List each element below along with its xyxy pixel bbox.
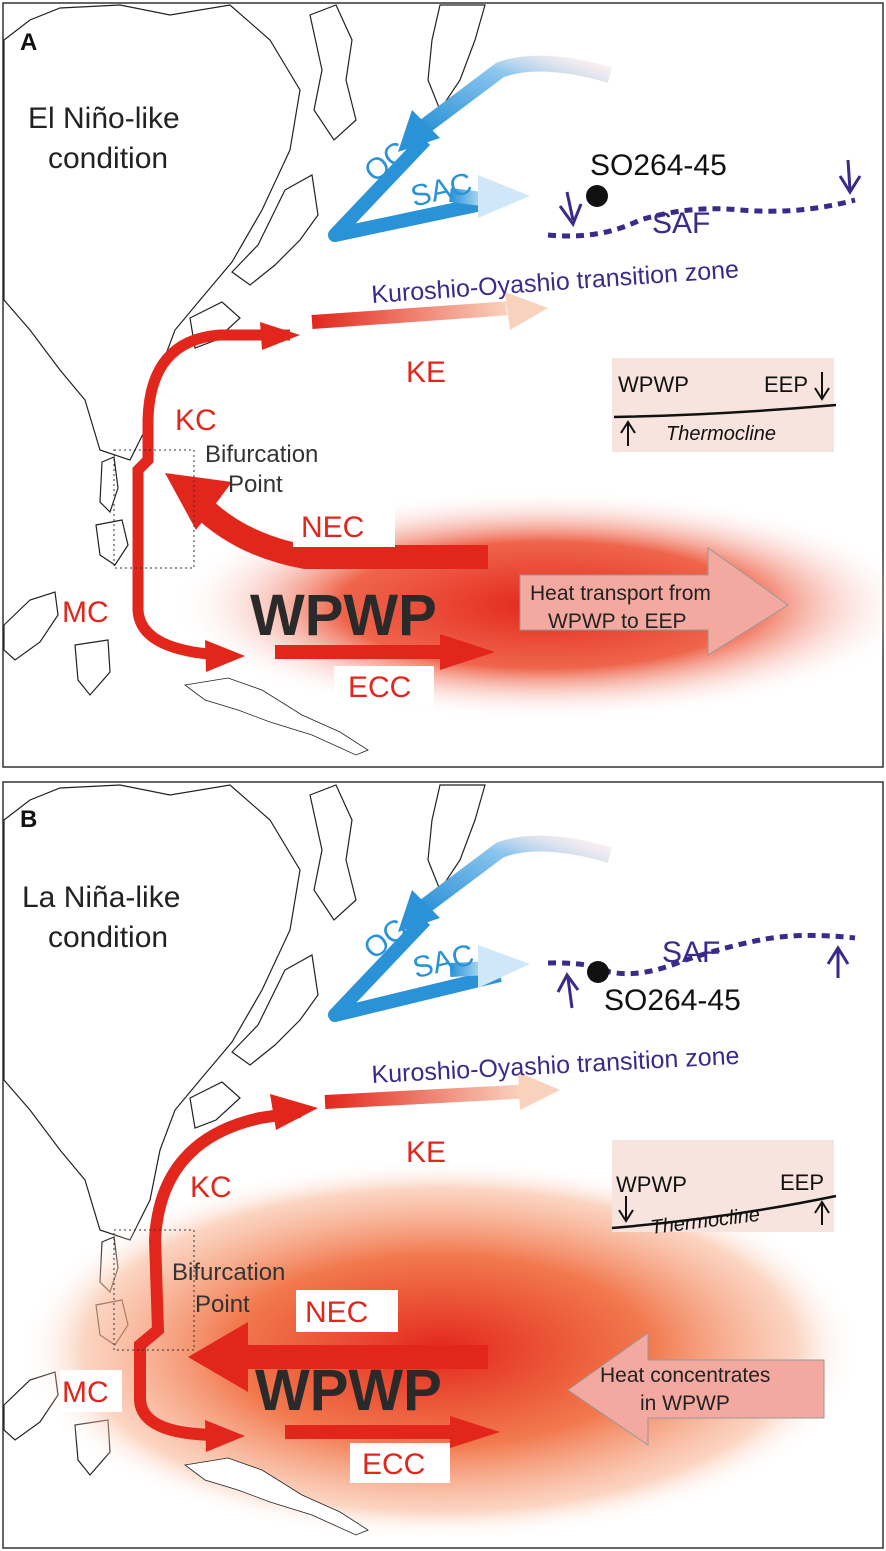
panel-b-condition-line1: La Niña-like <box>22 881 180 914</box>
panel-a-east-down-arrow-head <box>814 387 830 401</box>
panel-b-mc-label: MC <box>62 1376 109 1409</box>
panel-a-ecc-body <box>275 645 445 659</box>
panel-a-inset-thermocline: Thermocline <box>666 423 776 445</box>
panel-b-letter: B <box>20 806 37 833</box>
panel-a-thermocline-line <box>613 403 837 419</box>
panel-a-oyashio-arrowhead <box>398 110 440 152</box>
panel-a: A El Niño-like condition OC SAC SO264-45… <box>2 2 886 768</box>
panel-a-saf-front <box>547 197 856 239</box>
panel-a-ecc-label: ECC <box>348 671 411 704</box>
panel-a-kc-label: KC <box>175 404 217 437</box>
panel-a-heat-arrow <box>519 547 789 656</box>
panel-b-heat-line2: in WPWP <box>640 1392 730 1415</box>
panel-a-oyashio-bend <box>328 135 502 242</box>
panel-a-nec-label-bg <box>293 505 395 547</box>
panel-b-kc-arrowhead <box>270 1094 318 1130</box>
panel-b-nec-arrowhead <box>188 1322 248 1392</box>
panel-a-warm-pool-label: WPWP <box>250 583 437 648</box>
panel-b-thermocline-line <box>611 1194 837 1230</box>
panel-b-nec-body <box>240 1345 488 1369</box>
panel-b-coastlines <box>3 784 486 1476</box>
panel-a-bifurcation-line2: Point <box>228 471 283 498</box>
panel-a-oyashio-current <box>415 55 613 137</box>
panel-a-bifurcation-box <box>113 449 195 569</box>
panel-a-condition-line1: El Niño-like <box>28 102 180 135</box>
panel-b-saf-label: SAF <box>662 936 720 969</box>
panel-b-ecc-label-bg <box>350 1443 450 1483</box>
panel-b-mc-arrowhead <box>205 1420 245 1452</box>
panel-b: B La Niña-like condition OC SAC SO264-45… <box>2 781 884 1549</box>
panel-a-saf-arrow-east-shaft <box>846 159 852 191</box>
panel-b-new-guinea <box>184 1457 369 1536</box>
panel-a-nec-arrowhead <box>165 473 232 530</box>
panel-b-east-up-arrow-head <box>814 1200 830 1214</box>
panel-b-site-label: SO264-45 <box>604 984 741 1017</box>
panel-a-inset-box <box>612 358 834 452</box>
panel-b-ke-label: KE <box>406 1136 446 1169</box>
panel-a-mc-arrowhead <box>205 640 245 672</box>
panel-b-warm-pool-label: WPWP <box>255 1358 442 1423</box>
panel-a-mc-label-bg <box>60 590 122 632</box>
panel-b-oyashio-arrowhead <box>398 890 440 932</box>
panel-a-kc-mc-current <box>132 329 290 661</box>
panel-a-ecc-arrowhead <box>440 634 495 670</box>
panel-a-nec-body <box>191 496 488 569</box>
panel-a-west-up-arrow-head <box>620 420 636 434</box>
panel-b-bifurcation-line2: Point <box>195 1291 250 1318</box>
panel-a-inset-east: EEP <box>764 372 808 397</box>
panel-b-bifurcation-box <box>113 1229 195 1351</box>
panel-b-saf-arrow-west-shaft <box>566 977 574 1009</box>
panel-b-heat-arrow <box>567 1332 825 1446</box>
panel-b-heat-line1: Heat concentrates <box>600 1364 770 1387</box>
panel-b-kc-mc-current <box>134 1106 301 1441</box>
panel-a-site-marker <box>586 185 608 207</box>
panel-b-ecc-body <box>285 1425 455 1439</box>
panel-a-inset-west: WPWP <box>618 372 689 397</box>
panel-b-west-down-arrow-head <box>618 1209 634 1223</box>
panel-a-mc-label: MC <box>62 596 109 629</box>
panel-b-inset-west: WPWP <box>616 1172 687 1197</box>
panel-a-ke-label: KE <box>406 356 446 389</box>
panel-a-sac-arrowhead <box>478 175 530 218</box>
panel-b-saf-arrow-east-head <box>826 945 850 965</box>
panel-a-condition-line2: condition <box>48 142 168 175</box>
panel-b-ke-arrowhead <box>518 1072 560 1110</box>
panel-b-mc-label-bg <box>60 1370 122 1412</box>
panel-a-heat-line1: Heat transport from <box>530 582 711 605</box>
panel-b-sac-arrowhead <box>478 945 530 988</box>
panel-a-saf-label: SAF <box>652 207 710 240</box>
panel-b-condition-line2: condition <box>48 921 168 954</box>
panel-a-ke-body <box>311 301 508 329</box>
panel-a-site-label: SO264-45 <box>590 149 727 182</box>
panel-b-oyashio-current <box>415 835 613 917</box>
panel-a-ecc-label-bg <box>334 666 434 706</box>
panel-b-nec-label-bg <box>296 1290 398 1332</box>
panel-a-saf-arrow-east-head <box>838 175 862 195</box>
panel-b-ecc-arrowhead <box>450 1416 500 1448</box>
panel-b-kc-label: KC <box>190 1171 232 1204</box>
panel-b-ecc-label: ECC <box>362 1448 425 1481</box>
panel-b-nec-label: NEC <box>305 1296 368 1329</box>
panel-a-bifurcation-line1: Bifurcation <box>205 441 318 468</box>
panel-a-letter: A <box>20 29 37 56</box>
panel-a-kc-arrowhead <box>260 322 300 350</box>
panel-b-ke-body <box>324 1084 521 1109</box>
panel-b-site-marker <box>587 961 609 983</box>
panel-a-nec-label: NEC <box>301 511 364 544</box>
panel-b-oyashio-bend <box>328 915 502 1022</box>
panel-a-heat-line2: WPWP to EEP <box>548 610 686 633</box>
panel-b-inset-east: EEP <box>780 1170 824 1195</box>
panel-a-saf-arrow-west-shaft <box>565 191 575 221</box>
panel-b-bifurcation-line1: Bifurcation <box>172 1259 285 1286</box>
panel-b-saf-arrow-west-head <box>556 972 580 993</box>
panel-a-ke-arrowhead <box>505 292 548 330</box>
panel-a-saf-arrow-west-head <box>558 203 583 228</box>
